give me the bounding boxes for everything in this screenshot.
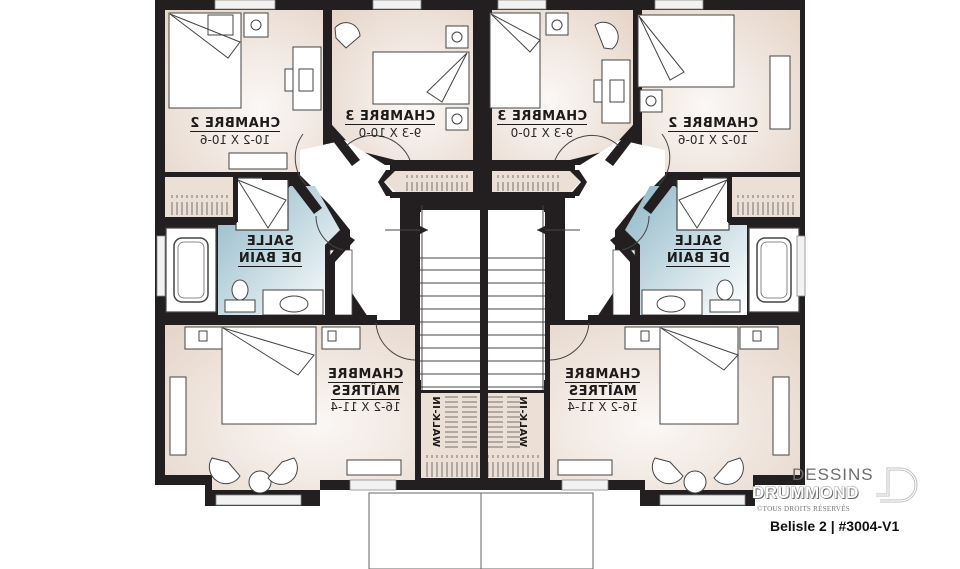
room-name: CHAMBRE 3	[496, 109, 588, 125]
plan-caption: Belisle 2 | #3004-V1	[770, 518, 900, 534]
room-name-line1: CHAMBRE	[327, 367, 404, 383]
dessins-drummond-logo: DESSINS DRUMMOND ©TOUS DROITS RÉSERVÉS	[752, 465, 932, 525]
room-name-line1: SALLE	[246, 234, 294, 250]
label-right-chambre3: CHAMBRE 3 9-3 X 10-0	[487, 109, 597, 140]
label-left-chambre-maitres: CHAMBRE MAÎTRES 16-2 X 11-4	[318, 367, 413, 415]
room-name-line2: DE BAIN	[666, 250, 730, 267]
room-dimensions: 10-2 X 10-6	[677, 132, 749, 147]
logo-mark-icon	[876, 467, 918, 503]
windows	[156, 0, 806, 506]
room-dimensions: 9-3 X 10-0	[510, 125, 574, 140]
room-name: CHAMBRE 2	[667, 116, 759, 132]
label-right-chambre-maitres: CHAMBRE MAÎTRES 16-2 X 11-4	[555, 367, 650, 415]
label-right-walk-in: WALK-IN	[517, 395, 529, 448]
room-name-line2: MAÎTRES	[568, 383, 637, 400]
label-left-walk-in: WALK-IN	[430, 395, 442, 448]
room-name-line1: CHAMBRE	[564, 367, 641, 383]
copyright: ©TOUS DROITS RÉSERVÉS	[757, 505, 850, 513]
label-left-salle-de-bain: SALLE DE BAIN	[235, 234, 305, 267]
room-dimensions: 16-2 X 11-4	[567, 400, 638, 415]
porch	[368, 492, 594, 569]
room-dimensions: 16-2 X 11-4	[330, 400, 401, 415]
furniture-right	[489, 12, 791, 494]
logo-line2: DRUMMOND	[752, 483, 859, 502]
door-swings	[294, 133, 671, 361]
room-name: CHAMBRE 3	[344, 109, 436, 125]
room-name-line2: DE BAIN	[238, 250, 302, 267]
interior-walls-left	[162, 5, 488, 490]
furniture-left	[168, 12, 470, 494]
label-right-salle-de-bain: SALLE DE BAIN	[658, 234, 738, 267]
logo-line1: DESSINS	[792, 465, 874, 484]
room-dimensions: 10-2 X 10-6	[199, 132, 271, 147]
room-name-line2: MAÎTRES	[331, 383, 400, 400]
label-right-chambre2: CHAMBRE 2 10-2 X 10-6	[658, 116, 768, 147]
label-left-chambre2: CHAMBRE 2 10-2 X 10-6	[180, 116, 290, 147]
room-name-line1: SALLE	[674, 234, 722, 250]
label-left-chambre3: CHAMBRE 3 9-3 X 10-0	[335, 109, 445, 140]
room-name: CHAMBRE 2	[189, 116, 281, 132]
room-dimensions: 9-3 X 10-0	[358, 125, 422, 140]
